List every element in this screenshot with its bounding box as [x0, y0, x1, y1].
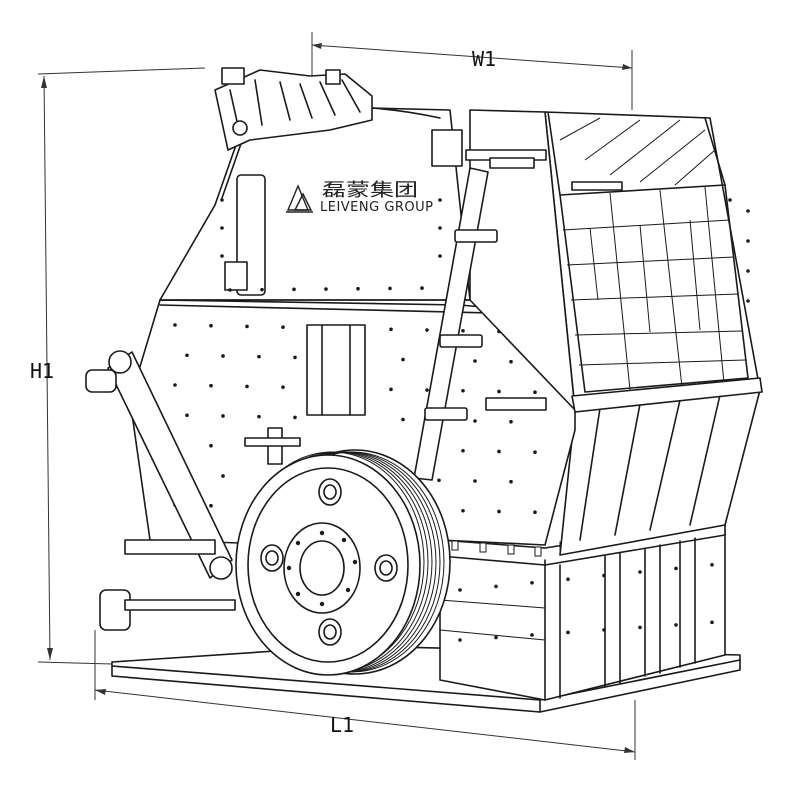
rivet: [533, 390, 537, 395]
rivet: [425, 328, 429, 332]
rivet: [437, 478, 441, 483]
rivet: [356, 286, 360, 291]
rivet: [220, 254, 224, 258]
rivet: [220, 226, 224, 230]
rivet: [228, 288, 232, 292]
logo-mark-icon: [286, 184, 313, 213]
rivet: [401, 357, 405, 362]
l1-label: L1: [330, 713, 354, 737]
rivet: [497, 449, 501, 454]
rivet: [209, 383, 213, 388]
brand-name-cn: 磊蒙集团: [322, 180, 418, 201]
rivet: [245, 384, 249, 389]
rivet: [221, 474, 225, 478]
rivet: [324, 287, 328, 291]
rivet: [674, 566, 678, 571]
rivet: [638, 625, 642, 630]
rivet: [497, 389, 501, 394]
rivet: [209, 443, 213, 448]
rivet: [746, 239, 750, 243]
rivet: [746, 299, 750, 303]
rivet: [425, 388, 429, 392]
rivet: [388, 286, 392, 291]
rivet: [638, 570, 642, 574]
rivet: [260, 287, 264, 292]
rivet: [292, 287, 296, 292]
rivet: [293, 355, 297, 360]
rivet: [494, 584, 498, 589]
rivet: [245, 324, 249, 329]
rivet: [293, 415, 297, 420]
flywheel-pulley: [235, 449, 451, 676]
rivet: [533, 450, 537, 455]
rivet: [509, 359, 513, 364]
rivet: [728, 198, 732, 202]
h1-label: H1: [30, 359, 54, 383]
rivet: [257, 354, 261, 359]
rivet: [438, 226, 442, 230]
rivet: [461, 508, 465, 513]
rivet: [602, 628, 606, 632]
rivet: [530, 633, 534, 637]
rivet: [389, 327, 393, 332]
rivet: [173, 323, 177, 327]
rivet: [473, 359, 477, 363]
rivet: [566, 577, 570, 581]
rivet: [438, 198, 442, 202]
rivet: [257, 414, 261, 419]
rivet: [281, 325, 285, 329]
rivet: [497, 509, 501, 514]
rivet: [461, 388, 465, 393]
dimension-w1: W1: [311, 32, 633, 110]
discharge-chute: [559, 389, 761, 556]
rivet: [281, 385, 285, 389]
rivet: [746, 269, 750, 273]
rivet: [710, 563, 714, 567]
rivet: [494, 635, 498, 640]
rivet: [389, 387, 393, 392]
rivet: [401, 417, 405, 422]
rivet: [461, 448, 465, 453]
rivet: [674, 623, 678, 627]
rivet: [533, 510, 537, 514]
rivet: [461, 328, 465, 333]
brand-logo: 磊蒙集团 LEIVENG GROUP: [286, 180, 434, 215]
adjustment-rod: [413, 157, 547, 481]
rivet: [710, 620, 714, 625]
rivet: [530, 581, 534, 585]
rivet: [458, 588, 462, 592]
dimension-l1: L1: [94, 630, 636, 760]
rivet: [209, 323, 213, 328]
brand-name-en: LEIVENG GROUP: [320, 200, 434, 215]
swing-arm: [85, 350, 236, 631]
rivet: [221, 354, 225, 358]
rivet: [420, 286, 424, 290]
rivet: [173, 383, 177, 387]
rivet: [602, 573, 606, 578]
rivet: [746, 209, 750, 213]
rivet: [438, 254, 442, 258]
rivet: [566, 630, 570, 635]
rivet: [185, 353, 189, 358]
w1-label: W1: [472, 47, 496, 71]
dimension-h1: H1: [30, 67, 206, 665]
rivet: [509, 419, 513, 424]
rivet: [458, 638, 462, 642]
rivet: [220, 198, 224, 202]
rivet: [185, 413, 189, 418]
rivet: [221, 414, 225, 418]
feed-inlet-box: [465, 109, 763, 413]
top-hydraulic-unit: [214, 67, 373, 151]
rivet: [209, 503, 213, 508]
rivet: [509, 479, 513, 484]
rivet: [473, 479, 477, 483]
rivet: [473, 419, 477, 423]
